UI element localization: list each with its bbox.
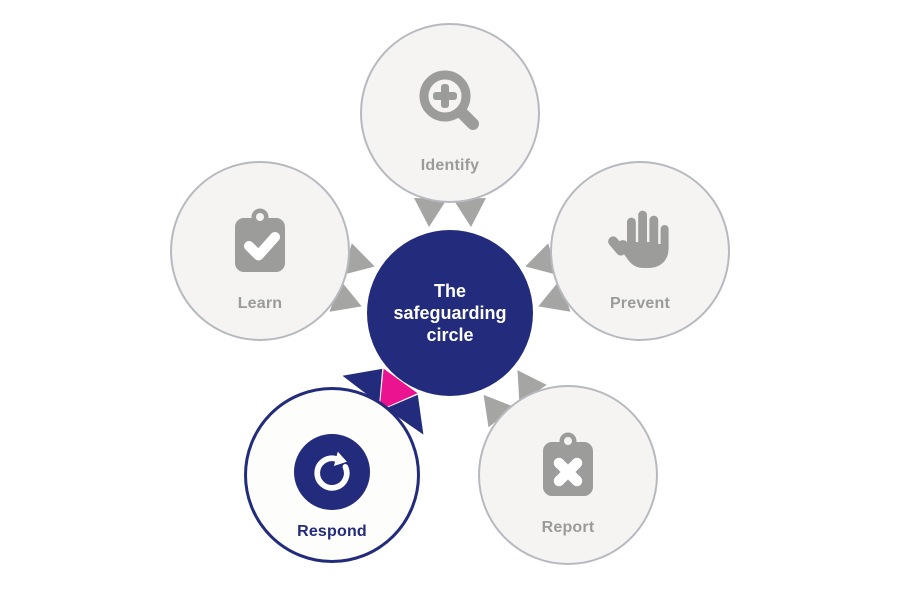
hand-icon: [600, 201, 680, 281]
node-report[interactable]: Report: [478, 385, 658, 565]
refresh-icon: [294, 434, 370, 510]
node-respond[interactable]: Respond: [244, 387, 420, 563]
node-label: Respond: [297, 523, 367, 540]
node-label: Identify: [420, 157, 480, 174]
node-label: Report: [541, 519, 595, 536]
center-circle: The safeguarding circle: [367, 230, 533, 396]
center-title: The safeguarding circle: [393, 281, 507, 345]
clipboard-check-icon: [220, 201, 300, 281]
node-prevent[interactable]: Prevent: [550, 161, 730, 341]
magnifier-plus-icon: [410, 63, 490, 143]
node-label: Learn: [237, 295, 283, 312]
node-identify[interactable]: Identify: [360, 23, 540, 203]
node-learn[interactable]: Learn: [170, 161, 350, 341]
node-label: Prevent: [609, 295, 671, 312]
clipboard-x-icon: [528, 425, 608, 505]
